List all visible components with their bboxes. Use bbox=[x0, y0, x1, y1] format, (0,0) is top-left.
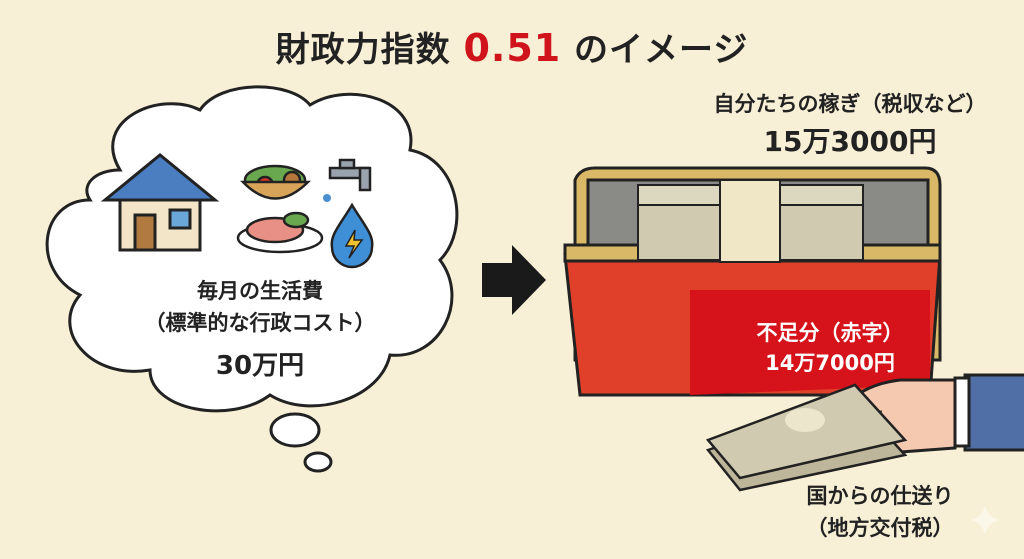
meat-icon bbox=[236, 211, 324, 254]
income-value: 15万3000円 bbox=[763, 125, 937, 158]
cost-value: 30万円 bbox=[215, 351, 305, 381]
vegetables-icon bbox=[240, 164, 312, 200]
bills-icon bbox=[705, 383, 908, 492]
water-electricity-icon bbox=[330, 202, 374, 269]
house-icon bbox=[100, 153, 220, 252]
fiscal-ratio: 0.51 bbox=[463, 26, 562, 70]
sparkle-icon bbox=[970, 505, 1000, 535]
deficit-value: 14万7000円 bbox=[765, 351, 895, 375]
page-title: 財政力指数 0.51 のイメージ bbox=[0, 22, 1024, 71]
income-label: 自分たちの稼ぎ（税収など） bbox=[713, 92, 987, 116]
title-prefix: 財政力指数 bbox=[275, 30, 464, 70]
grant-line1: 国からの仕送り bbox=[806, 484, 954, 508]
cost-label-line2: （標準的な行政コスト） bbox=[144, 311, 376, 335]
grant-label: 国からの仕送り （地方交付税） bbox=[760, 480, 1000, 544]
arrow-icon bbox=[482, 245, 546, 315]
title-suffix: のイメージ bbox=[561, 30, 749, 70]
cash-stack-icon bbox=[637, 179, 864, 263]
deficit-label: 不足分（赤字） 14万7000円 bbox=[700, 318, 960, 378]
deficit-title: 不足分（赤字） bbox=[756, 321, 904, 345]
grant-line2: （地方交付税） bbox=[806, 516, 954, 540]
cost-label-line1: 毎月の生活費 bbox=[197, 279, 323, 303]
faucet-icon bbox=[323, 158, 372, 202]
cost-label: 毎月の生活費 （標準的な行政コスト） bbox=[110, 275, 410, 339]
